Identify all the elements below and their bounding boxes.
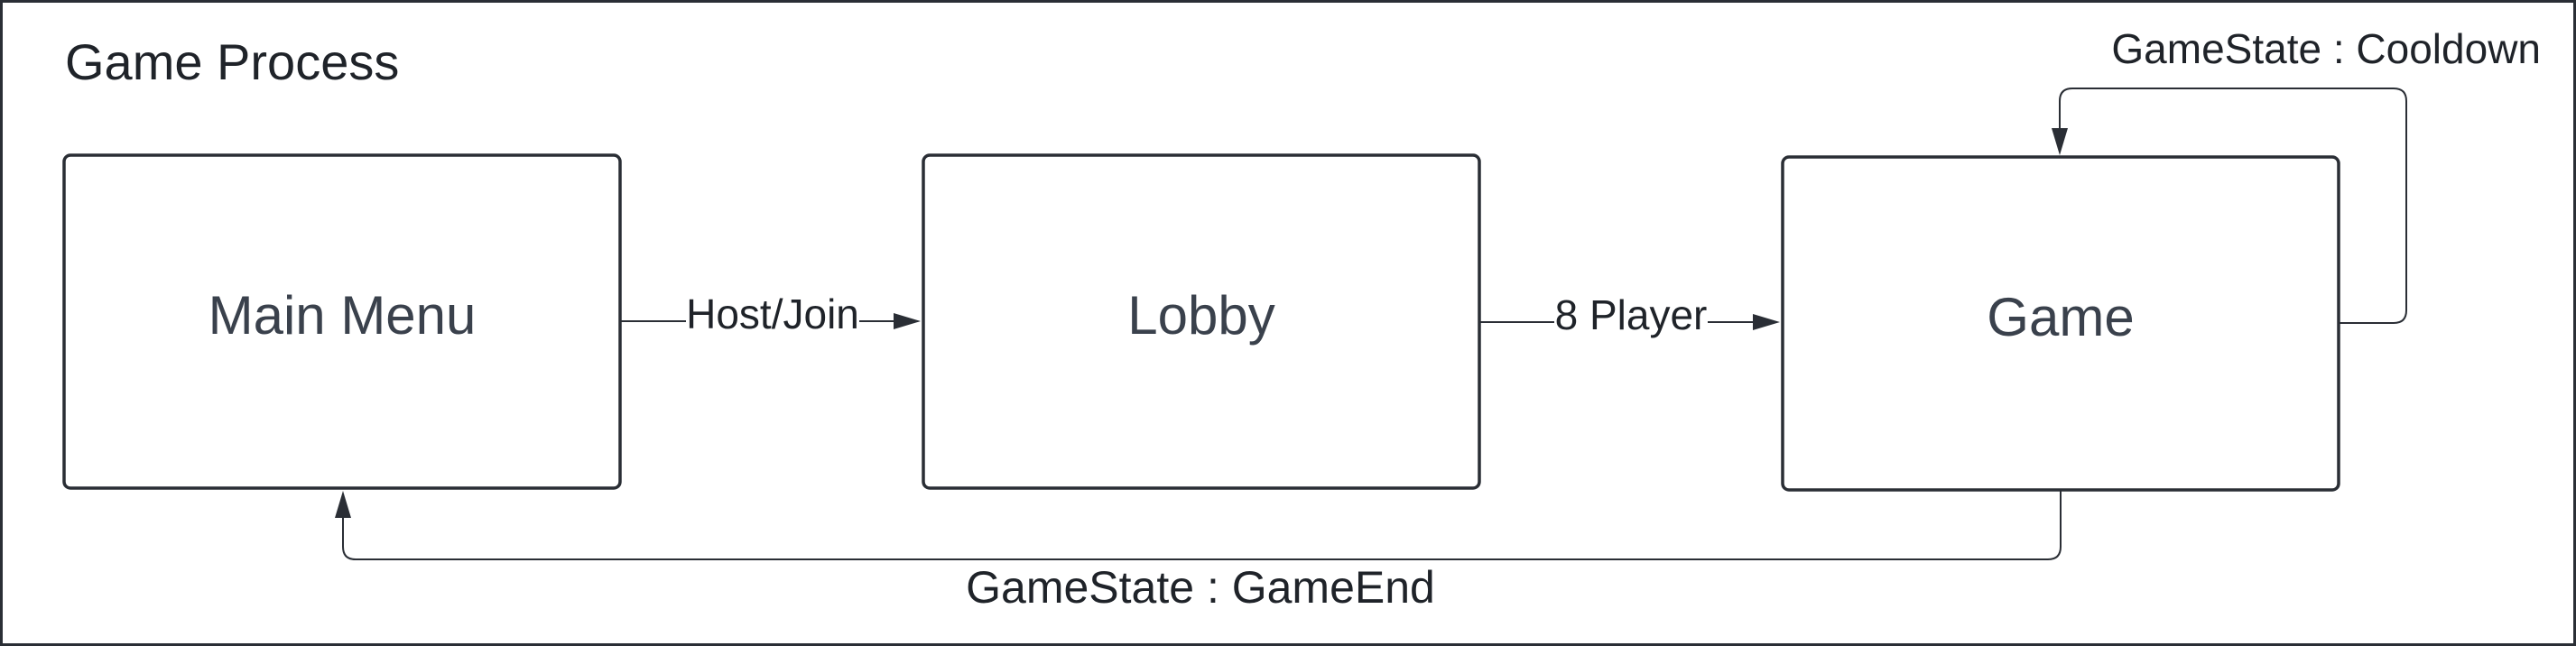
node-lobby: Lobby [922,153,1481,490]
edge-game-to-menu: GameState : GameEnd [335,491,2062,613]
node-main-menu-box [62,153,622,490]
node-lobby-label: Lobby [1127,285,1274,346]
edge-lobby-to-game-label: 8 Player [1555,291,1708,338]
edge-game-self-loop-label: GameState : Cooldown [2111,25,2541,72]
edge-game-to-menu-arrowhead [335,491,351,518]
edge-menu-to-lobby: Host/Join [621,291,921,343]
diagram-title: Game Process [65,33,399,90]
node-main-menu-label: Main Menu [208,285,477,346]
edge-game-self-loop: GameState : Cooldown [2052,25,2541,324]
edge-menu-to-lobby-label-bg [686,291,859,343]
node-game-box [1781,155,2340,492]
node-lobby-box [922,153,1481,490]
edge-game-to-menu-line [342,491,2062,560]
edge-game-to-menu-label: GameState : GameEnd [966,562,1435,613]
node-game-label: Game [1987,287,2134,347]
edge-lobby-to-game-label-bg [1554,291,1708,343]
edge-lobby-to-game: 8 Player [1480,291,1780,343]
edge-lobby-to-game-arrowhead [1753,314,1780,330]
node-main-menu: Main Menu [62,153,622,490]
edge-menu-to-lobby-label: Host/Join [686,291,859,337]
node-game: Game [1781,155,2340,492]
edge-menu-to-lobby-arrowhead [894,313,921,329]
edge-game-self-loop-arrowhead [2052,128,2068,155]
edge-game-self-loop-line [2059,88,2407,324]
